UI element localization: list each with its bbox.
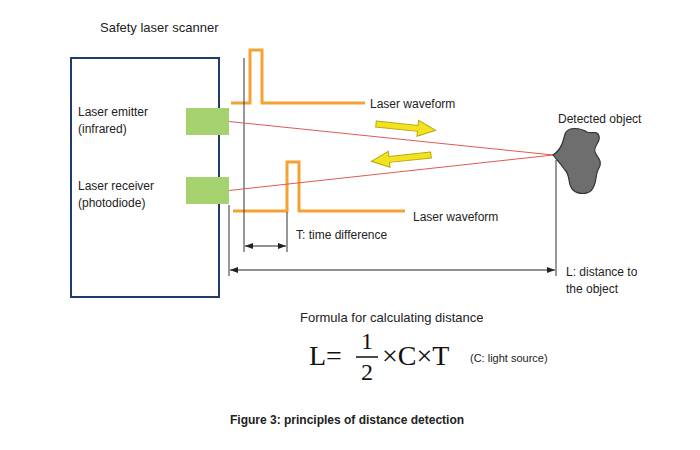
dimension-label: T: time difference (296, 227, 387, 244)
object-outline (553, 129, 600, 194)
time-reference-line (287, 212, 288, 252)
formula-term: L= (309, 342, 342, 370)
signal-label: Laser waveform (370, 96, 455, 113)
return-direction-arrow (370, 147, 431, 169)
distance-reference-line (229, 205, 230, 276)
scanner-housing: Safety laser scannerLaser emitter (infra… (70, 57, 220, 298)
laser-beam (229, 155, 553, 191)
formula-denominator: 2 (355, 360, 379, 384)
fraction-bar (356, 356, 378, 358)
part-label: Laser emitter (infrared) (78, 104, 173, 138)
object-label: Detected object (558, 111, 641, 128)
dimension-label: L: distance to the object (566, 264, 651, 298)
laser-receiver: Laser receiver (photodiode) (186, 177, 229, 204)
formula-heading: Formula for calculating distance (300, 309, 484, 327)
outgoing-direction-arrow (375, 116, 436, 138)
emitted-pulse (231, 50, 365, 103)
laser-beam (229, 122, 553, 156)
formula-term: ×C×T (382, 342, 449, 370)
part-label: Laser receiver (photodiode) (78, 178, 173, 212)
received-pulse (233, 162, 405, 211)
device-heading: Safety laser scanner (100, 19, 219, 37)
figure-caption: Figure 3: principles of distance detecti… (230, 412, 464, 429)
laser-emitter: Laser emitter (infrared) (186, 108, 229, 135)
signal-label: Laser waveform (413, 209, 498, 226)
time-difference-arrow (245, 246, 286, 247)
formula-note: (C: light source) (470, 351, 548, 366)
detected-object: Detected object (553, 112, 646, 198)
distance-arrow (230, 270, 555, 271)
distance-reference-line (556, 160, 557, 276)
time-reference-line (244, 58, 245, 252)
object-shape (553, 112, 613, 198)
formula-numerator: 1 (355, 329, 379, 353)
